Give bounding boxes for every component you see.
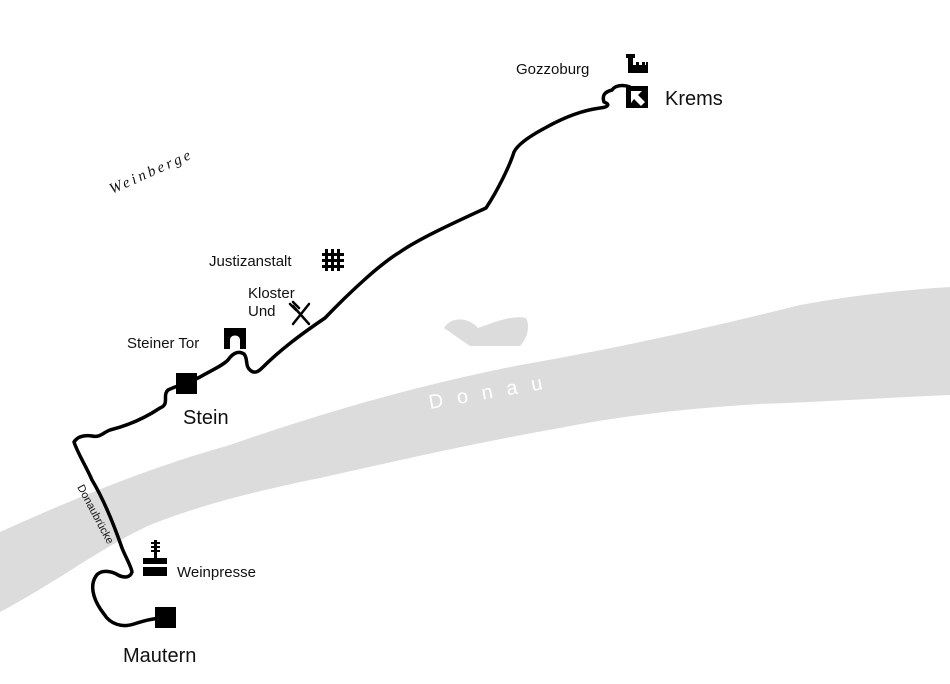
label-weinberge: Weinberge	[107, 146, 196, 197]
label-justizanstalt: Justizanstalt	[209, 253, 292, 270]
label-stein: Stein	[183, 407, 229, 429]
river-danube	[0, 287, 950, 612]
river-inlet	[444, 317, 528, 346]
square-marker-icon	[176, 373, 197, 394]
label-gozzoburg: Gozzoburg	[516, 61, 589, 78]
label-mautern: Mautern	[123, 645, 196, 667]
square-marker-icon	[155, 607, 176, 628]
label-weinpresse: Weinpresse	[177, 564, 256, 581]
label-krems: Krems	[665, 88, 723, 110]
route-line	[72, 83, 636, 628]
castle-icon	[626, 54, 648, 73]
prison-grid-icon	[322, 249, 344, 271]
label-kloster-line1: Kloster	[248, 285, 295, 302]
arrow-northwest-icon	[626, 86, 648, 108]
fork-knife-icon	[288, 300, 311, 326]
label-steiner-tor: Steiner Tor	[127, 335, 199, 352]
label-kloster-line2: Und	[248, 303, 276, 320]
gate-arch-icon	[224, 328, 246, 349]
wine-press-icon	[143, 540, 167, 576]
